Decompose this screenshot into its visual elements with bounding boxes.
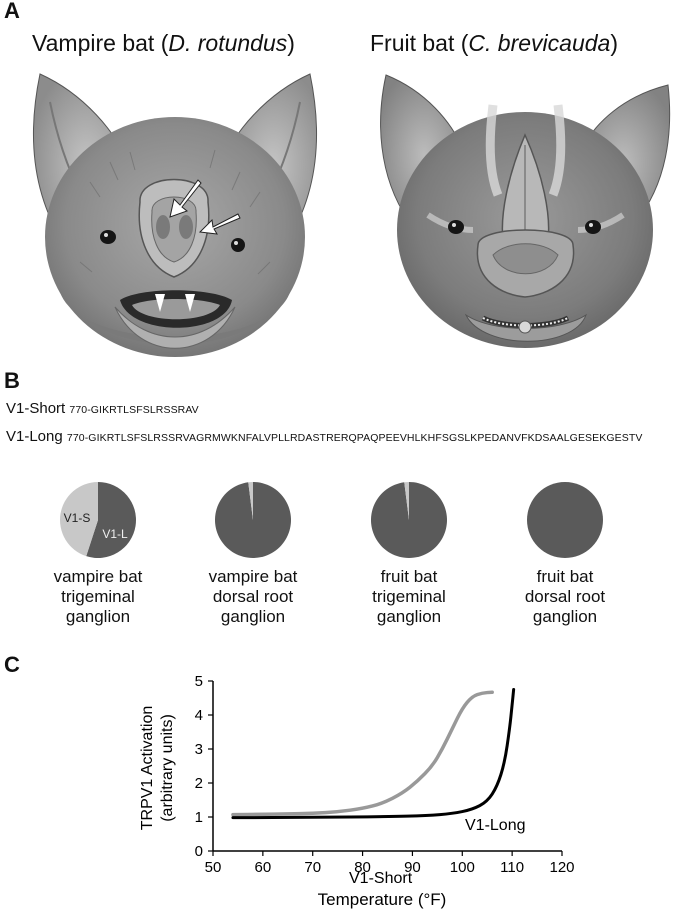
pie-label-line: vampire bat: [208, 567, 298, 586]
pie-label-line: ganglion: [376, 607, 442, 626]
pie-label-fruit-drg: fruit bat dorsal root ganglion: [490, 567, 640, 627]
sequence-name: V1-Short: [6, 400, 66, 417]
pie-label-line: fruit bat: [536, 567, 594, 586]
series-line-v1-short: [231, 690, 494, 817]
pie-slice-label-long: V1-L: [102, 527, 128, 541]
pie-slice-long: [86, 482, 137, 558]
x-tick-label: 70: [304, 859, 321, 876]
pie-label-line: dorsal root: [212, 587, 294, 606]
x-tick-label: 100: [450, 859, 475, 876]
x-tick-label: 80: [354, 859, 371, 876]
pie-label-line: vampire bat: [53, 567, 143, 586]
sequence-residues: 770-GIKRTLSFSLRSSRVAGRMWKNFALVPLLRDASTRE…: [66, 432, 643, 444]
pie-label-vampire-drg: vampire bat dorsal root ganglion: [178, 567, 328, 627]
pie-chart: [215, 482, 291, 558]
y-tick-label: 4: [195, 707, 203, 724]
y-tick-label: 3: [195, 741, 203, 758]
y-axis-label: TRPV1 Activation (arbitrary units): [139, 706, 176, 831]
panel-b-letter: B: [4, 368, 20, 393]
sequence-row-long: V1-Long 770-GIKRTLSFSLRSSRVAGRMWKNFALVPL…: [6, 428, 642, 445]
sequence-row-short: V1-Short 770-GIKRTLSFSLRSSRAV: [6, 400, 199, 417]
y-axis-label-line: TRPV1 Activation: [139, 706, 156, 831]
y-tick-label: 2: [195, 775, 203, 792]
vampire-common-name: Vampire bat (: [32, 30, 169, 56]
x-tick-label: 90: [404, 859, 421, 876]
pie-slice-short: [404, 482, 409, 520]
x-tick-label: 60: [255, 859, 272, 876]
x-axis-label: Temperature (°F): [318, 890, 447, 909]
x-tick-label: 120: [549, 859, 574, 876]
pie-slice-short: [60, 482, 98, 557]
panel-c-letter: C: [4, 652, 20, 677]
vampire-bat-title: Vampire bat (D. rotundus): [32, 30, 295, 57]
x-tick-label: 110: [500, 859, 524, 876]
pie-slice-label-short: V1-S: [64, 511, 91, 525]
pie-chart: [527, 482, 603, 558]
pie-label-line: fruit bat: [380, 567, 438, 586]
series-label-v1-long: V1-Long: [465, 817, 526, 834]
pie-charts: V1-S V1-L: [60, 482, 603, 558]
panel-a-letter: A: [4, 0, 20, 23]
pie-chart: [371, 482, 448, 558]
vampire-bat-illustration: [33, 73, 317, 357]
series-label-v1-short: V1-Short: [349, 870, 413, 887]
pie-label-line: ganglion: [65, 607, 131, 626]
pie-label-line: trigeminal: [61, 587, 135, 606]
fruit-bat-illustration: [380, 74, 671, 348]
sequence-name: V1-Long: [6, 428, 63, 445]
vampire-species-name: D. rotundus: [168, 30, 288, 56]
x-tick-label: 50: [205, 859, 222, 876]
pie-label-line: ganglion: [220, 607, 286, 626]
y-axis-label-line: (arbitrary units): [159, 714, 176, 822]
fruit-bat-title: Fruit bat (C. brevicauda): [370, 30, 618, 57]
fruit-title-close: ): [610, 30, 619, 56]
y-tick-label: 5: [195, 673, 203, 690]
sequence-residues: 770-GIKRTLSFSLRSSRAV: [69, 404, 199, 416]
fruit-species-name: C. brevicauda: [468, 30, 611, 56]
pie-label-line: trigeminal: [372, 587, 446, 606]
y-tick-label: 0: [195, 843, 203, 860]
series-line-v1-long: [231, 688, 516, 820]
pie-label-vampire-trigeminal: vampire bat trigeminal ganglion: [23, 567, 173, 627]
pie-slice-long: [527, 482, 603, 558]
vampire-title-close: ): [287, 30, 295, 56]
pie-slice-short: [248, 482, 253, 520]
y-tick-label: 1: [195, 809, 203, 826]
chart-axes: [212, 681, 562, 852]
pie-label-line: dorsal root: [524, 587, 606, 606]
pie-chart: V1-S V1-L: [60, 482, 137, 558]
chart-series: [231, 688, 516, 820]
pie-label-fruit-trigeminal: fruit bat trigeminal ganglion: [334, 567, 484, 627]
pie-label-line: ganglion: [532, 607, 598, 626]
chart-ticks: 50 60 70 80 90 100 110 120 0 1 2 3 4 5: [195, 673, 575, 876]
fruit-common-name: Fruit bat (: [370, 30, 469, 56]
